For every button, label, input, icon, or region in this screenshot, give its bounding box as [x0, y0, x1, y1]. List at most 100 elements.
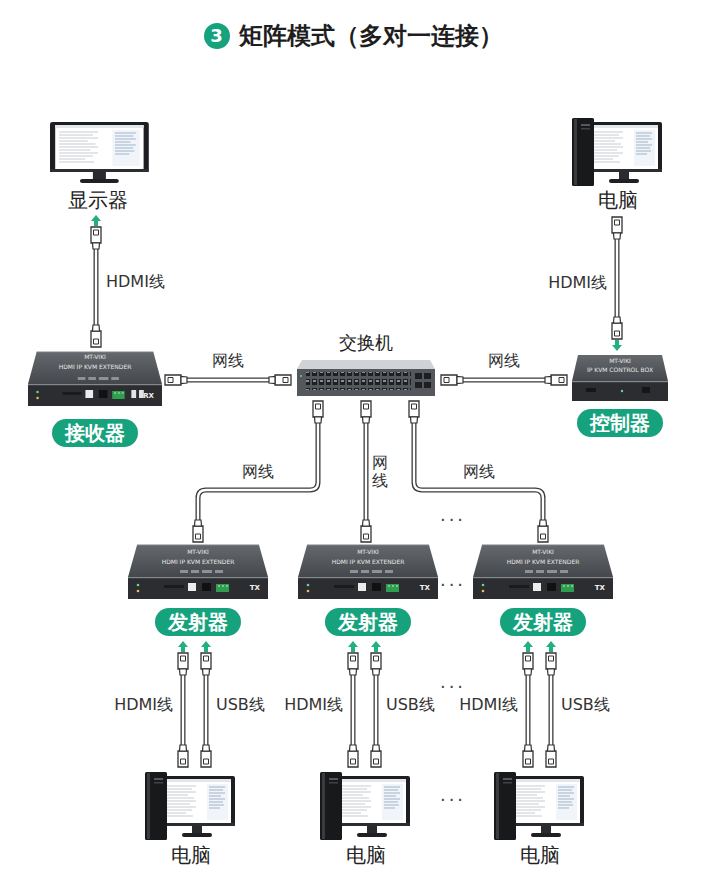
plug-contact: [364, 534, 369, 539]
arrow-head: [91, 215, 101, 226]
device-label: 电脑: [520, 843, 560, 867]
device-print: HDMI IP KVM EXTENDER: [59, 363, 132, 370]
cable-plug: [193, 526, 203, 542]
plug-boot: [363, 417, 370, 423]
cable-plug: [275, 375, 291, 385]
plug-boot: [373, 669, 380, 675]
plug-boot: [93, 325, 100, 331]
device-node: 电脑: [565, 115, 670, 214]
cable-plug: [361, 401, 371, 417]
device-label: 电脑: [598, 188, 638, 212]
cable-outline: [198, 405, 318, 538]
cable-outline: [445, 378, 563, 383]
plug-contact: [541, 534, 546, 539]
device-name-pill: 接收器: [52, 419, 138, 447]
plug-contact: [181, 656, 186, 661]
cable-label: 网线: [240, 462, 276, 482]
cable-outline: [204, 657, 209, 763]
receiver-device: [28, 352, 162, 406]
plug-boot: [411, 417, 418, 423]
computer: [145, 772, 235, 840]
cable: [612, 217, 622, 351]
port-tag: TX: [250, 584, 260, 592]
plug-boot: [525, 745, 532, 751]
cable: [361, 401, 371, 542]
plug-contact: [549, 759, 554, 764]
device-label: 交换机: [339, 332, 393, 354]
plug-boot: [269, 377, 275, 384]
computer: [572, 118, 662, 186]
step-number: 3: [204, 23, 230, 49]
cable-outline: [414, 405, 543, 538]
cable-plug: [371, 751, 381, 767]
device-label: 电脑: [346, 843, 386, 867]
plug-contact: [94, 339, 99, 344]
plug-contact: [615, 220, 620, 225]
cable: [523, 641, 533, 767]
cable: [165, 375, 291, 385]
cable: [546, 641, 556, 767]
cable-label: HDMI线: [104, 272, 167, 292]
device-node: MT-VIKIHDMI IP KVM EXTENDERTX发射器: [128, 545, 268, 640]
cable-plug: [178, 653, 188, 669]
cable-label: USB线: [559, 695, 612, 715]
cable-outline: [374, 657, 379, 763]
plug-boot: [203, 745, 210, 751]
plug-contact: [181, 759, 186, 764]
arrow-head: [523, 641, 533, 652]
cable: [441, 375, 567, 385]
plug-boot: [181, 377, 187, 384]
plug-contact: [412, 404, 417, 409]
arrow-head: [546, 641, 556, 652]
device-print: HDMI IP KVM EXTENDER: [507, 558, 580, 565]
plug-boot: [315, 417, 322, 423]
cable-plug: [612, 323, 622, 339]
plug-boot: [545, 377, 551, 384]
cable-plug: [348, 751, 358, 767]
plug-boot: [350, 669, 357, 675]
transmitter-device: [128, 545, 268, 599]
plug-contact: [94, 230, 99, 235]
cable-plug: [409, 401, 419, 417]
cable-label: 网线: [486, 351, 522, 371]
transmitter-device: [473, 545, 613, 599]
cable-plug: [361, 526, 371, 542]
cable-plug: [178, 751, 188, 767]
plug-contact: [374, 759, 379, 764]
plug-boot: [614, 233, 621, 239]
device-node: 电脑: [490, 770, 590, 869]
device-label: 显示器: [68, 188, 128, 212]
device-node: 显示器: [45, 118, 150, 214]
plug-contact: [204, 656, 209, 661]
device-node: MT-VIKIHDMI IP KVM EXTENDERTX发射器: [473, 545, 613, 640]
plug-contact: [204, 759, 209, 764]
cable-plug: [523, 751, 533, 767]
cable-plug: [523, 653, 533, 669]
plug-boot: [548, 669, 555, 675]
monitor: [50, 122, 149, 183]
plug-contact: [615, 331, 620, 336]
cable-plug: [91, 227, 101, 243]
cable-plug: [546, 751, 556, 767]
port-tag: TX: [595, 584, 605, 592]
cable-core: [198, 405, 318, 538]
device-node: MT-VIKIHDMI IP KVM EXTENDERRX接收器: [28, 350, 162, 449]
cable-plug: [546, 653, 556, 669]
cable-core: [414, 405, 543, 538]
device-node: MT-VIKIHDMI IP KVM EXTENDERTX发射器: [298, 545, 438, 640]
cable-outline: [351, 657, 356, 763]
device-name-pill: 发射器: [325, 608, 411, 636]
device-print: MT-VIKI: [357, 548, 379, 555]
plug-contact: [168, 378, 173, 383]
arrow-head: [178, 641, 188, 652]
device-print: HDMI IP KVM EXTENDER: [332, 558, 405, 565]
cable-outline: [364, 405, 369, 538]
cable-outline: [181, 657, 186, 763]
cable: [91, 215, 101, 347]
plug-boot: [548, 745, 555, 751]
switch-device: [297, 360, 435, 396]
cable: [201, 641, 211, 767]
cable-plug: [165, 375, 181, 385]
cable: [348, 641, 358, 767]
